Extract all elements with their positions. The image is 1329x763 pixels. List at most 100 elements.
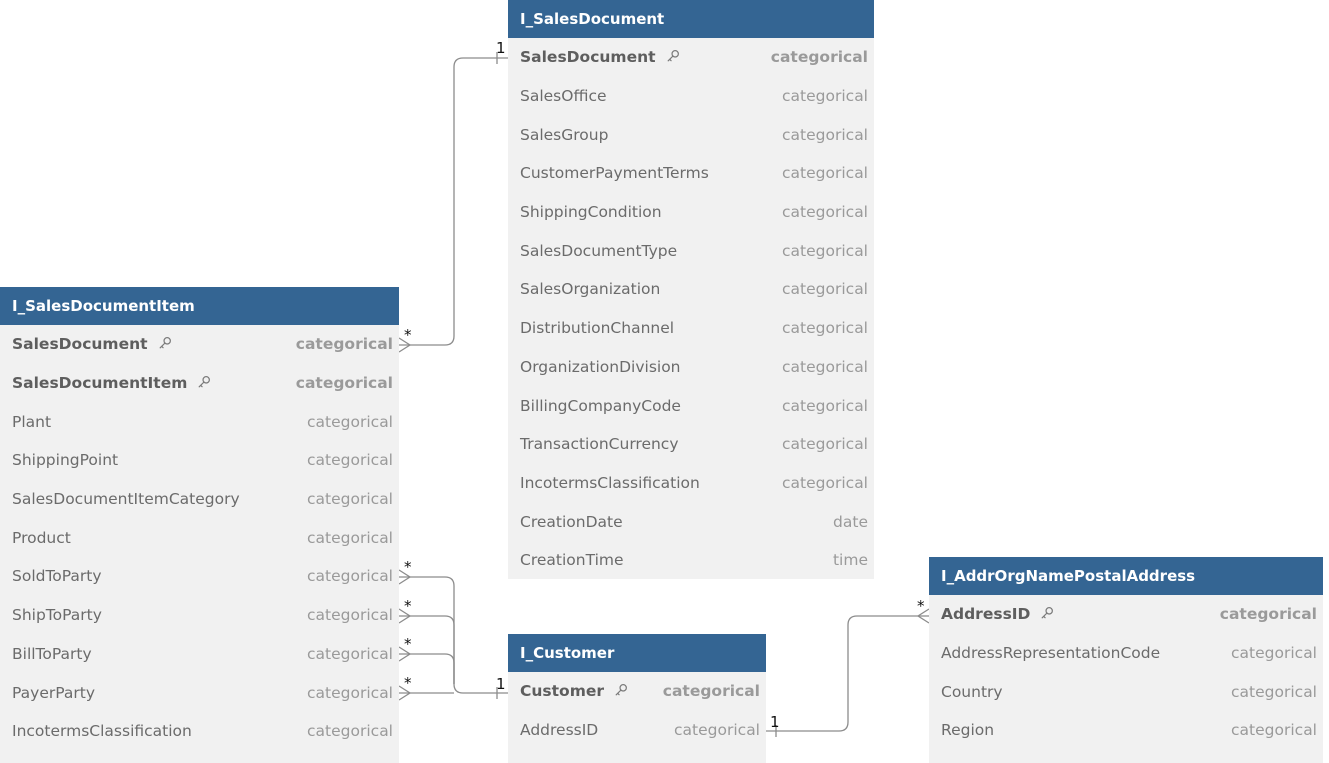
column-type: categorical <box>307 683 393 702</box>
column-name-text: SalesOrganization <box>520 280 661 299</box>
column-row[interactable]: SalesDocumentItem categorical <box>0 364 399 403</box>
column-name: Customer <box>520 682 630 700</box>
table-title: I_SalesDocument <box>508 0 874 38</box>
column-type: categorical <box>1219 605 1317 624</box>
crowfoot-soldtoparty <box>398 569 412 585</box>
column-name-text: SalesDocumentItemCategory <box>12 490 240 509</box>
column-type: categorical <box>307 722 393 741</box>
column-name: BillToParty <box>12 645 92 663</box>
column-type: categorical <box>295 374 393 393</box>
column-row[interactable]: IncotermsClassification categorical <box>508 464 874 503</box>
column-name-text: ShipToParty <box>12 606 102 625</box>
column-name: TransactionCurrency <box>520 435 679 453</box>
column-name-text: OrganizationDivision <box>520 357 681 376</box>
column-row[interactable]: ShippingPoint categorical <box>0 441 399 480</box>
column-name-text: AddressID <box>941 605 1031 624</box>
key-icon <box>197 375 213 391</box>
column-row[interactable]: CreationTime time <box>508 541 874 580</box>
column-name: SalesGroup <box>520 126 608 144</box>
column-name-text: SalesGroup <box>520 125 609 144</box>
column-row[interactable]: SalesDocument categorical <box>0 325 399 364</box>
card-label: * <box>917 597 925 615</box>
column-name-text: SalesOffice <box>520 87 607 106</box>
key-icon <box>614 683 630 699</box>
column-name: SalesDocument <box>520 48 682 66</box>
column-name: AddressID <box>941 605 1056 623</box>
column-name-text: SalesDocument <box>12 335 148 354</box>
column-type: categorical <box>782 473 868 492</box>
column-type: time <box>832 551 868 570</box>
column-name: AddressRepresentationCode <box>941 644 1160 662</box>
column-type: date <box>833 512 868 531</box>
column-name: Product <box>12 529 71 547</box>
column-name: ShippingCondition <box>520 203 662 221</box>
column-type: categorical <box>782 241 868 260</box>
column-name-text: IncotermsClassification <box>12 722 192 741</box>
column-type: categorical <box>307 567 393 586</box>
link-shiptoparty <box>399 615 455 684</box>
column-name: CustomerPaymentTerms <box>520 164 709 182</box>
column-name-text: AddressRepresentationCode <box>941 644 1161 663</box>
column-name-text: SalesDocument <box>520 48 656 67</box>
crowfoot-shiptoparty <box>398 608 412 624</box>
column-name-text: Plant <box>12 412 52 431</box>
key-icon <box>1040 606 1056 622</box>
crowfoot-addressid <box>916 608 930 624</box>
column-name-text: ShippingCondition <box>520 203 662 222</box>
column-row[interactable]: PayerParty categorical <box>0 673 399 712</box>
column-name: IncotermsClassification <box>520 474 700 492</box>
column-row[interactable]: IncotermsClassification categorical <box>0 712 399 751</box>
column-name-text: BillToParty <box>12 644 92 663</box>
card-label: 1 <box>770 713 780 731</box>
column-name: DistributionChannel <box>520 319 674 337</box>
column-name-text: DistributionChannel <box>520 319 675 338</box>
column-type: categorical <box>782 87 868 106</box>
column-row[interactable]: ShippingCondition categorical <box>508 193 874 232</box>
column-name: CreationTime <box>520 551 624 569</box>
column-row[interactable]: SalesOffice categorical <box>508 77 874 116</box>
column-name-text: ShippingPoint <box>12 451 119 470</box>
column-type: categorical <box>782 396 868 415</box>
column-row[interactable]: AddressID categorical <box>929 595 1323 634</box>
column-name-text: Customer <box>520 682 605 701</box>
column-name-text: CreationTime <box>520 551 624 570</box>
column-type: categorical <box>674 721 760 740</box>
column-name: SalesOrganization <box>520 280 660 298</box>
column-name-text: Product <box>12 528 71 547</box>
card-label: * <box>404 674 412 692</box>
card-label: * <box>404 597 412 615</box>
column-type: categorical <box>295 335 393 354</box>
column-name: SalesDocumentItem <box>12 374 213 392</box>
column-name-text: PayerParty <box>12 683 96 702</box>
column-name: SalesDocumentItemCategory <box>12 490 240 508</box>
column-type: categorical <box>782 203 868 222</box>
card-label: 1 <box>496 675 506 693</box>
column-type: categorical <box>307 451 393 470</box>
